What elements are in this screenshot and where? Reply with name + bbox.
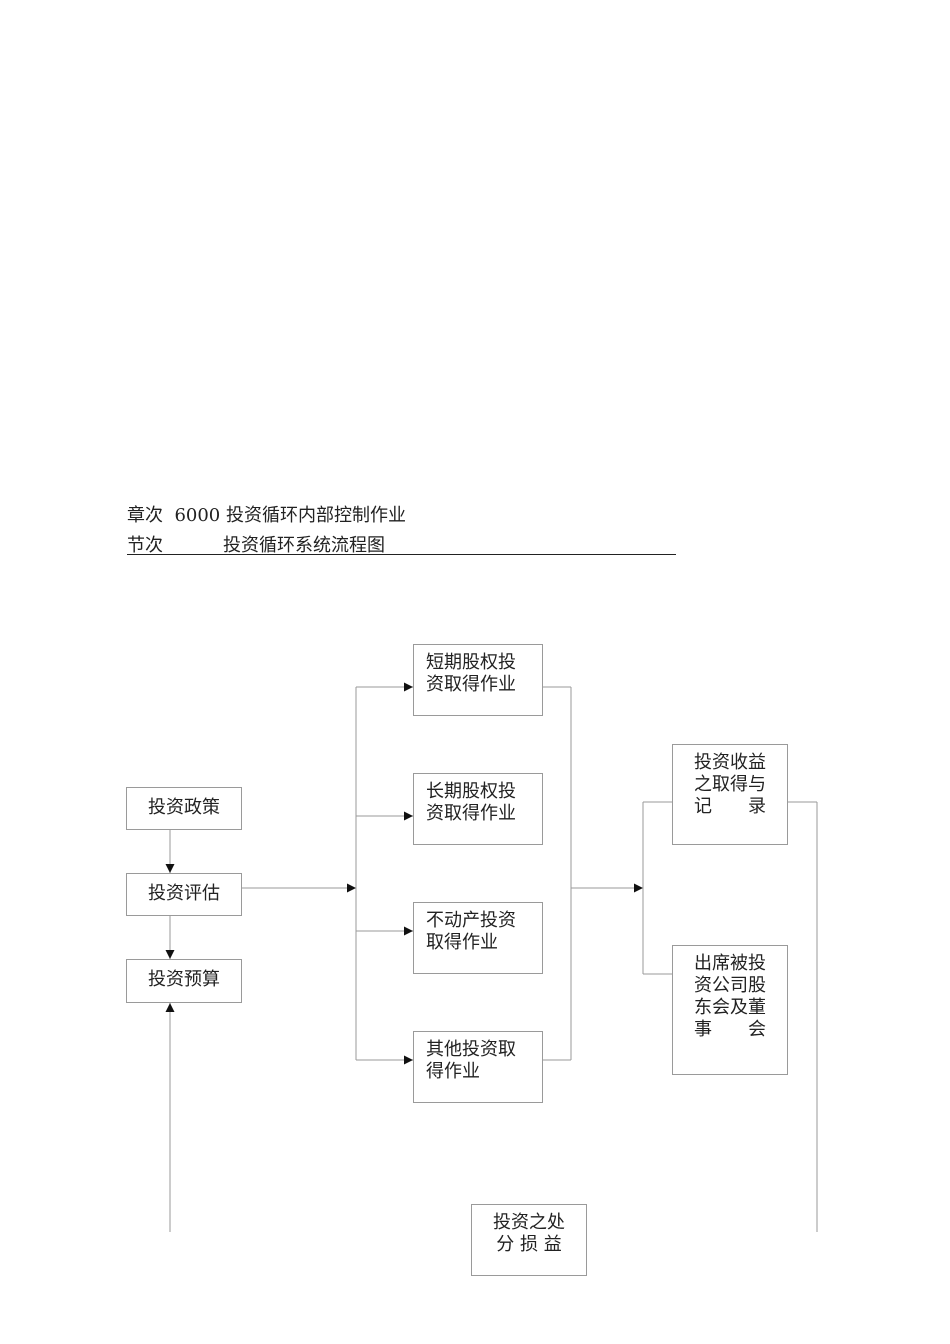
node-line: 事 会: [694, 1019, 766, 1040]
node-line: 长期股权投: [426, 781, 516, 802]
node-line: 取得作业: [426, 932, 498, 953]
node-line: 短期股权投: [426, 652, 516, 673]
header-underline: [127, 554, 676, 555]
node-line: 投资收益: [694, 752, 766, 773]
node-investment-budget: 投资预算: [126, 959, 242, 1003]
node-line: 得作业: [426, 1061, 480, 1082]
node-line: 其他投资取: [426, 1039, 516, 1060]
node-line: 记 录: [694, 796, 766, 817]
node-line: 投资预算: [148, 969, 220, 990]
node-line: 投资之处: [493, 1212, 565, 1233]
node-short-term-equity: 短期股权投 资取得作业: [413, 644, 543, 716]
node-line: 资取得作业: [426, 674, 516, 695]
section-label: 节次: [127, 535, 163, 556]
node-line: 不动产投资: [426, 910, 516, 931]
node-line: 投资政策: [148, 797, 220, 818]
node-investment-disposal: 投资之处 分 损 益: [471, 1204, 587, 1276]
node-long-term-equity: 长期股权投 资取得作业: [413, 773, 543, 845]
node-other-investment: 其他投资取 得作业: [413, 1031, 543, 1103]
node-investment-policy: 投资政策: [126, 787, 242, 830]
node-line: 资取得作业: [426, 803, 516, 824]
node-investment-income: 投资收益 之取得与 记 录: [672, 744, 788, 845]
node-attend-meetings: 出席被投 资公司股 东会及董 事 会: [672, 945, 788, 1075]
node-line: 资公司股: [694, 975, 766, 996]
node-line: 出席被投: [694, 953, 766, 974]
node-line: 投资评估: [148, 883, 220, 904]
node-real-estate: 不动产投资 取得作业: [413, 902, 543, 974]
node-line: 之取得与: [694, 774, 766, 795]
node-investment-evaluation: 投资评估: [126, 873, 242, 916]
section-title: 投资循环系统流程图: [223, 535, 385, 556]
chapter-line: 章次 6000 投资循环内部控制作业: [127, 505, 406, 526]
node-line: 东会及董: [694, 997, 766, 1018]
node-line: 分 损 益: [496, 1234, 562, 1255]
